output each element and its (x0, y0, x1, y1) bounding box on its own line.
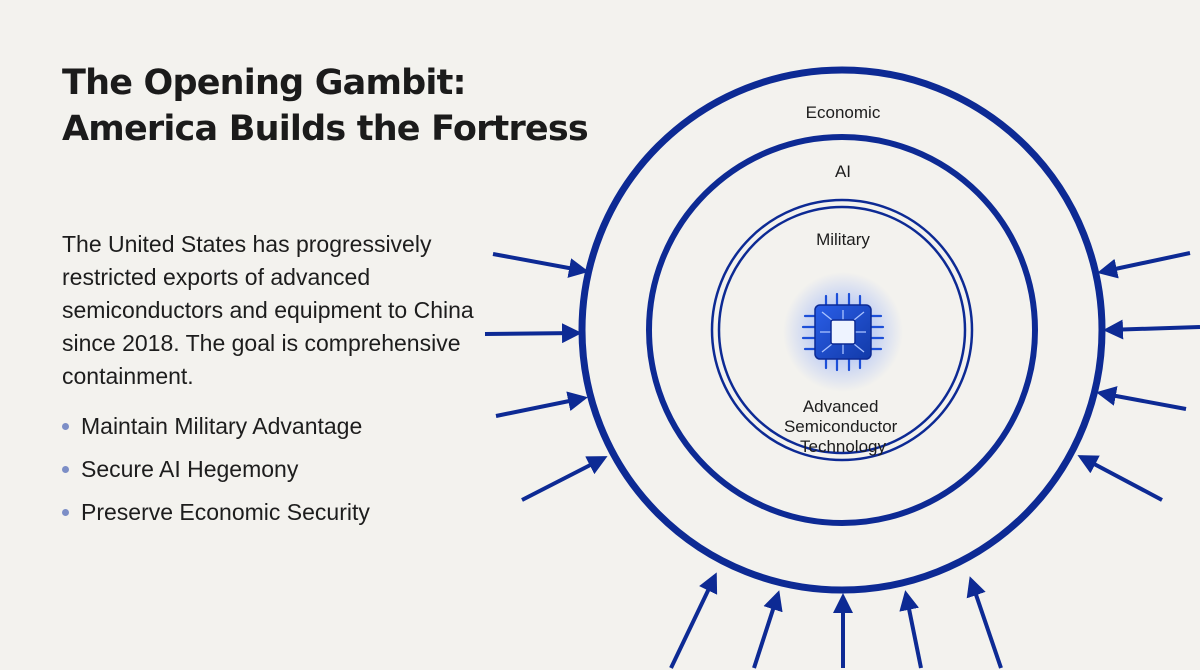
pressure-arrows (484, 251, 1200, 669)
inward-arrow-icon (966, 576, 1003, 669)
containment-rings (578, 66, 1106, 594)
inward-arrow-icon (669, 572, 718, 669)
title-line-1: The Opening Gambit: (62, 63, 467, 103)
inward-arrow-icon (752, 590, 783, 669)
ai-ring-label: AI (835, 162, 851, 181)
goal-item-label: Preserve Economic Security (81, 499, 370, 525)
description-text: The United States has progressively rest… (62, 231, 474, 389)
bullet-dot-icon (62, 423, 69, 430)
goal-list: Maintain Military Advantage Secure AI He… (62, 405, 370, 534)
inward-arrow-icon (1097, 251, 1191, 279)
inward-arrow-icon (1103, 319, 1200, 340)
goal-item-ai: Secure AI Hegemony (62, 448, 370, 491)
inward-arrow-icon (1077, 455, 1163, 502)
microchip-icon (783, 272, 903, 392)
core-label-line-2: Semiconductor (784, 417, 898, 436)
military-ring-outer (710, 198, 974, 462)
inward-arrow-icon (899, 590, 923, 669)
ai-ring (646, 134, 1038, 526)
core-label-line-1: Advanced (803, 397, 879, 416)
inward-arrow-icon (521, 456, 608, 502)
inward-arrow-icon (492, 252, 589, 278)
bullet-dot-icon (62, 509, 69, 516)
bullet-dot-icon (62, 466, 69, 473)
economic-ring-label: Economic (806, 103, 881, 122)
core-label: Advanced Semiconductor Technology (784, 397, 902, 456)
goal-item-label: Secure AI Hegemony (81, 456, 299, 482)
inward-arrow-icon (1096, 386, 1187, 411)
title-line-2: America Builds the Fortress (62, 109, 589, 149)
inward-arrow-icon (484, 323, 582, 344)
goal-item-economic: Preserve Economic Security (62, 491, 370, 534)
military-ring-inner (717, 205, 967, 455)
goal-item-label: Maintain Military Advantage (81, 413, 363, 439)
economic-ring (578, 66, 1106, 594)
core-label-line-3: Technology (800, 437, 887, 456)
page-title: The Opening Gambit: America Builds the F… (62, 60, 622, 152)
military-ring-label: Military (816, 230, 870, 249)
inward-arrow-icon (495, 391, 588, 418)
goal-item-military: Maintain Military Advantage (62, 405, 370, 448)
